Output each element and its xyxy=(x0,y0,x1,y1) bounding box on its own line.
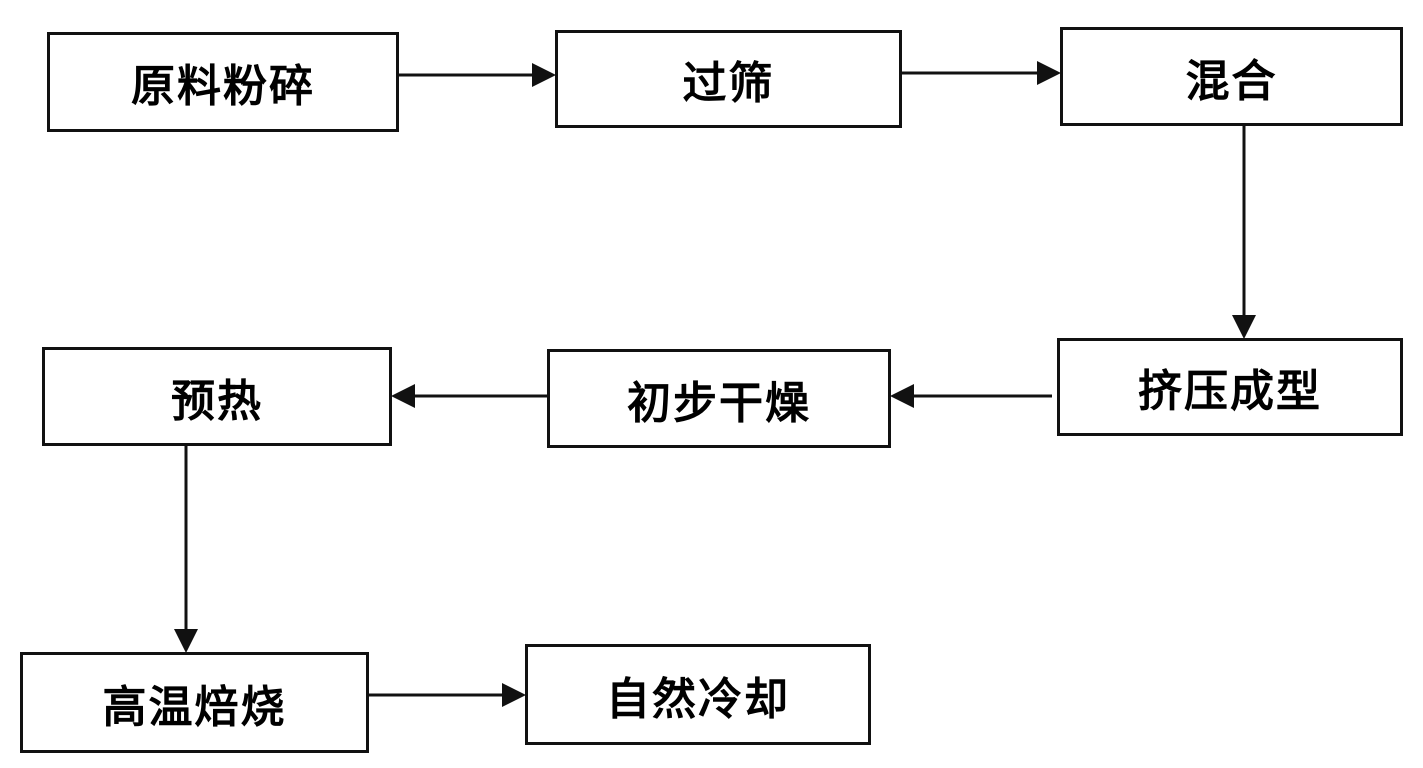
step-mixing: 混合 xyxy=(1060,27,1403,126)
step-high-temperature-roasting: 高温焙烧 xyxy=(20,652,369,753)
step-label: 高温焙烧 xyxy=(102,681,287,733)
step-label: 挤压成型 xyxy=(1138,366,1322,417)
step-preheating: 预热 xyxy=(42,347,392,446)
step-label: 自然冷却 xyxy=(606,673,790,725)
step-sieving: 过筛 xyxy=(555,30,902,128)
step-label: 过筛 xyxy=(682,58,775,109)
step-label: 混合 xyxy=(1185,55,1278,107)
step-extrusion-molding: 挤压成型 xyxy=(1057,338,1403,436)
step-natural-cooling: 自然冷却 xyxy=(525,644,871,745)
step-label: 预热 xyxy=(171,375,263,427)
step-initial-drying: 初步干燥 xyxy=(547,349,891,448)
step-raw-material-crushing: 原料粉碎 xyxy=(47,32,399,132)
step-label: 初步干燥 xyxy=(627,377,811,429)
step-label: 原料粉碎 xyxy=(131,61,315,112)
